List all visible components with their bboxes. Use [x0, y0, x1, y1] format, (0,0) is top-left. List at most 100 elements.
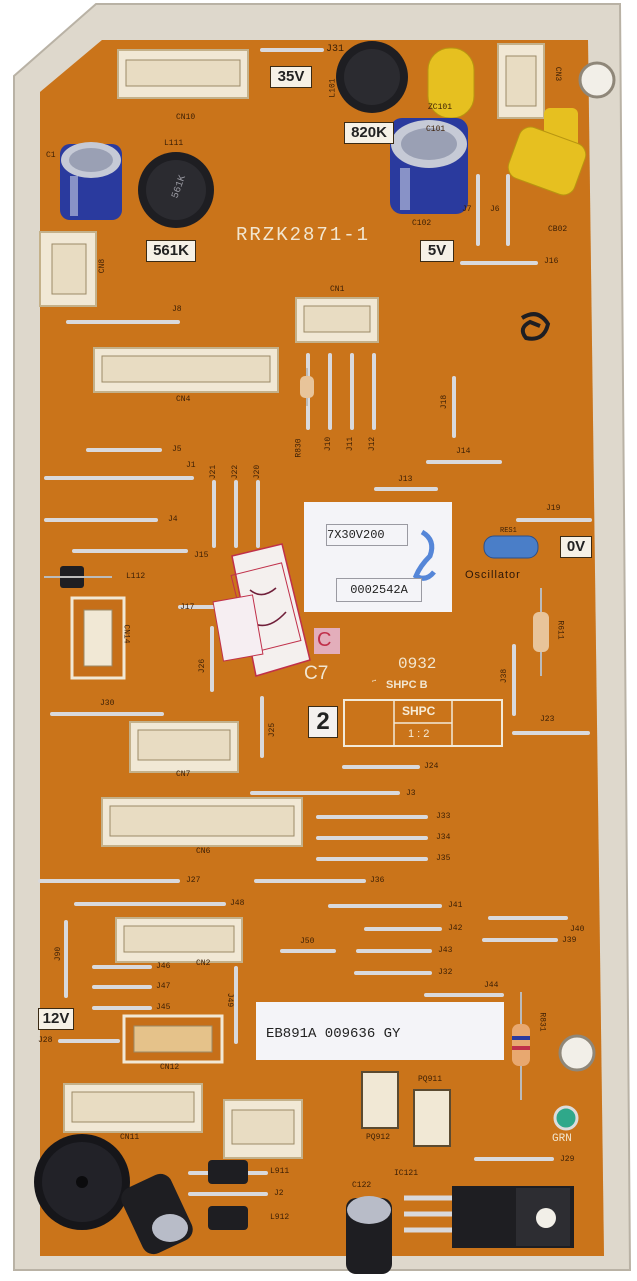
shpc-ratio: 1 : 2 [408, 728, 430, 740]
shpc-box-label: SHPC [402, 704, 436, 718]
resistor-r830 [300, 368, 314, 406]
silk-l912: L912 [270, 1213, 290, 1222]
silk-j24: J24 [424, 762, 439, 771]
led-green [553, 1105, 579, 1131]
silk-j23: J23 [540, 715, 555, 724]
silk-cn4: CN4 [176, 395, 191, 404]
silk-j18: J18 [440, 394, 450, 410]
label-35v: 35V [270, 66, 312, 88]
silk-j46: J46 [156, 962, 171, 971]
label-12v: 12V [38, 1008, 74, 1030]
silk-j38: J38 [500, 668, 510, 684]
inductor-l912 [208, 1206, 248, 1230]
silk-j8: J8 [172, 305, 182, 314]
date-code: 0932 [398, 655, 437, 673]
silk-j33: J33 [436, 812, 451, 821]
silk-j17: J17 [180, 603, 195, 612]
silk-j47: J47 [156, 982, 171, 991]
silk-j43: J43 [438, 946, 453, 955]
silk-cn2: CN2 [196, 959, 211, 968]
electrolytic-capacitor-c1 [60, 142, 122, 220]
silk-j30: J30 [100, 699, 115, 708]
silk-j28: J28 [38, 1036, 53, 1045]
label-0v: 0V [560, 536, 592, 558]
sticker-bottom-code: EB891A 009636 GY [266, 1024, 486, 1044]
stamp-c7: C7 [304, 663, 329, 684]
silk-l111: L111 [164, 139, 184, 148]
capacitor-small-bottom-left [121, 1173, 193, 1255]
silk-j13: J13 [398, 475, 413, 484]
silk-l911: L911 [270, 1167, 290, 1176]
silk-r831: R831 [537, 1012, 547, 1032]
silk-j21: J21 [209, 464, 219, 480]
silk-c1: C1 [46, 151, 56, 160]
resistor-r831 [512, 992, 530, 1100]
oscillator-label: Oscillator [465, 569, 521, 581]
silk-cn8: CN8 [98, 258, 108, 274]
silk-j6: J6 [490, 205, 500, 214]
oscillator-res1 [483, 535, 539, 559]
silk-c101: C101 [426, 125, 446, 134]
resistor-r611 [533, 588, 549, 676]
silk-cn6: CN6 [196, 847, 211, 856]
silk-pq912: PQ912 [366, 1133, 391, 1142]
silk-j32: J32 [438, 968, 453, 977]
stamp-c: C [317, 629, 332, 651]
inductor-l101 [336, 41, 408, 113]
silk-j42: J42 [448, 924, 463, 933]
silk-j1: J1 [186, 461, 196, 470]
electrolytic-capacitor-c102 [390, 118, 468, 214]
optocoupler-pq912 [361, 1071, 399, 1129]
silk-j48: J48 [230, 899, 245, 908]
buzzer [34, 1134, 130, 1230]
label-5v: 5V [420, 240, 454, 262]
silk-j4: J4 [168, 515, 178, 524]
inductor-l111: 561K [138, 152, 214, 228]
silk-cb02: CB02 [548, 225, 568, 234]
silk-j10: J10 [324, 436, 334, 452]
board-model-label: RRZK2871-1 [236, 224, 371, 246]
silk-cn7: CN7 [176, 770, 191, 779]
silk-j25: J25 [268, 722, 278, 738]
silk-j90: J90 [54, 946, 64, 962]
silk-cn1: CN1 [330, 285, 345, 294]
silk-j36: J36 [370, 876, 385, 885]
stamp-2: 2 [308, 706, 338, 738]
silk-j49: J49 [225, 992, 235, 1008]
silk-j27: J27 [186, 876, 201, 885]
silk-j34: J34 [436, 833, 451, 842]
c-stamp [314, 628, 340, 654]
sticker-serial: 0002542A [336, 578, 422, 602]
silk-r611: R611 [555, 620, 565, 640]
voltage-regulator-ic121 [404, 1186, 574, 1248]
silk-j40: J40 [570, 925, 585, 934]
capacitor-c122 [346, 1196, 392, 1274]
mounting-hole-bottom [558, 1034, 596, 1072]
connectors [39, 43, 545, 1159]
inspection-stamp [212, 543, 311, 677]
silk-j50: J50 [300, 937, 315, 946]
yellow-capacitor-cb02 [507, 108, 587, 196]
silk-res1: RES1 [500, 527, 517, 535]
silk-j16: J16 [544, 257, 559, 266]
silk-j22: J22 [231, 464, 241, 480]
silk-grn: GRN [552, 1133, 572, 1145]
silk-l101: L101 [328, 78, 338, 98]
sticker-code-top: 7X30V200 [326, 524, 408, 546]
label-561k: 561K [146, 240, 196, 262]
silk-j15: J15 [194, 551, 209, 560]
shpc-mark: SHPC B [386, 679, 428, 691]
silk-j2: J2 [274, 1189, 284, 1198]
silk-j29: J29 [560, 1155, 575, 1164]
label-820k: 820K [344, 122, 394, 144]
silk-c102: C102 [412, 219, 432, 228]
silk-zc101: ZC101 [428, 103, 453, 112]
optocoupler-pq911 [413, 1089, 451, 1147]
silk-c122: C122 [352, 1181, 372, 1190]
silk-j11: J11 [346, 436, 356, 452]
silk-j31: J31 [326, 44, 345, 55]
silk-cn11: CN11 [120, 1133, 140, 1142]
silk-j19: J19 [546, 504, 561, 513]
silk-cn3: CN3 [553, 66, 563, 82]
ink-mark [412, 529, 436, 581]
